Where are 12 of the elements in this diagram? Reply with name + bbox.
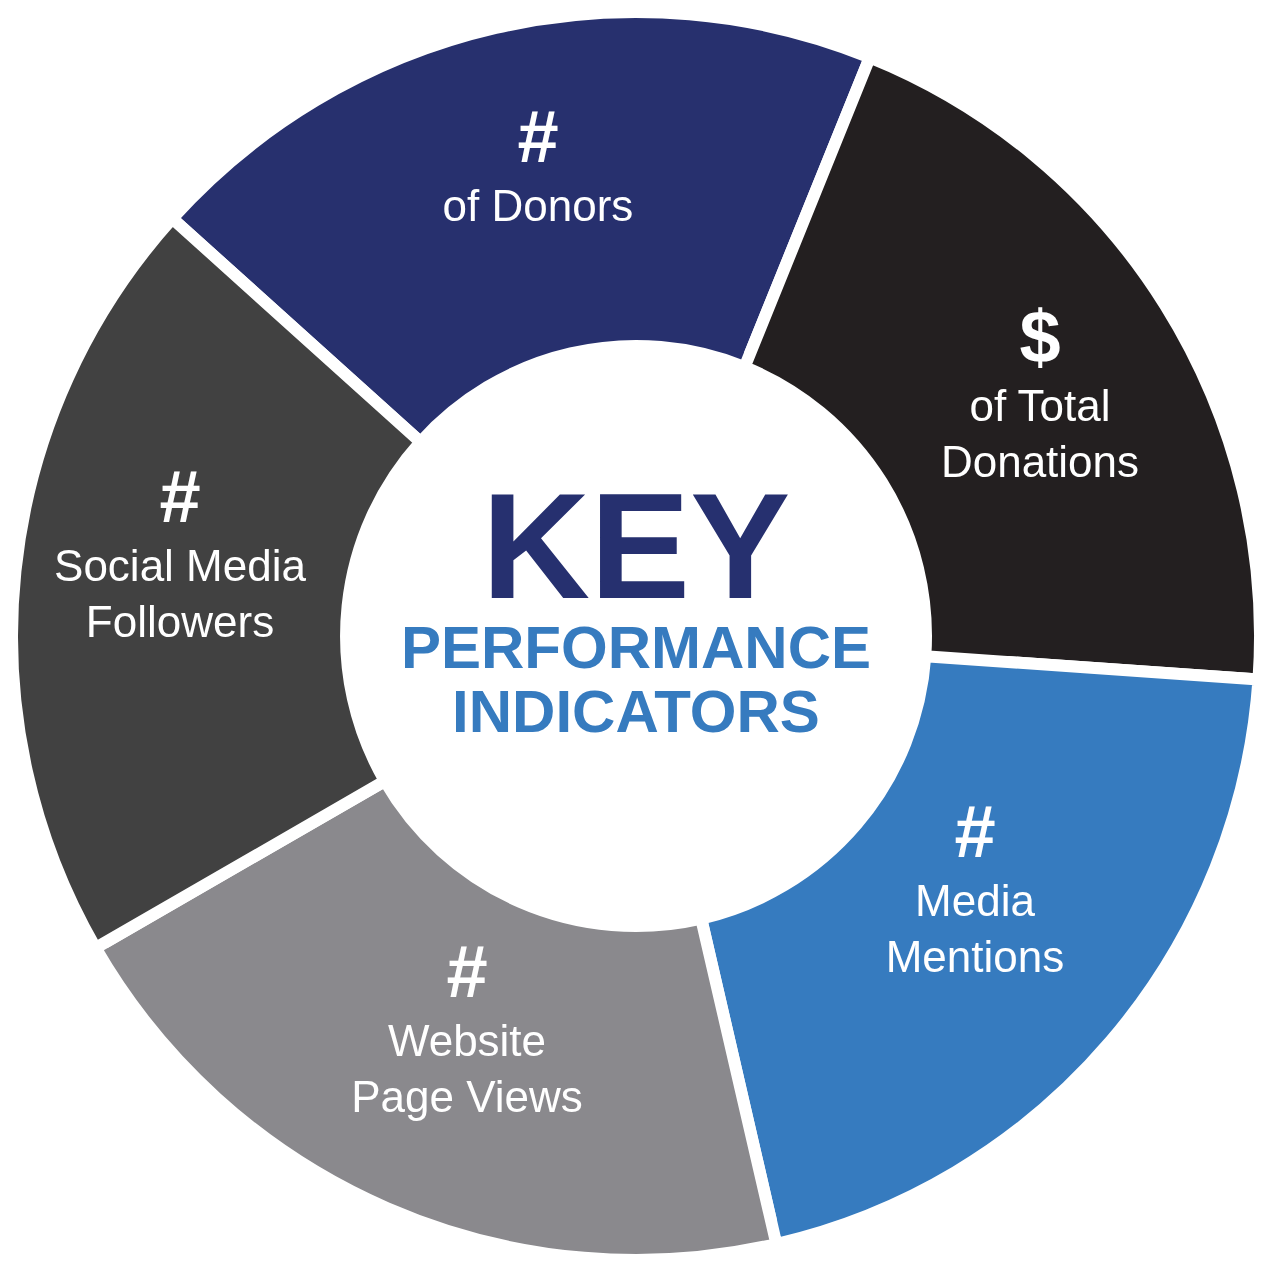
- subtitle-heading: PERFORMANCE INDICATORS: [400, 616, 872, 744]
- metric-symbol: #: [954, 795, 996, 869]
- metric-symbol: $: [1019, 300, 1061, 374]
- metric-label: Website Page Views: [350, 1015, 584, 1123]
- title-heading: KEY: [481, 476, 791, 616]
- metric-label: of Total Donations: [939, 380, 1141, 488]
- metric-symbol: #: [446, 935, 488, 1009]
- metric-symbol: #: [159, 460, 201, 534]
- metric-label: Social Media Followers: [53, 540, 307, 648]
- metric-symbol: #: [517, 100, 559, 174]
- metric-label: of Donors: [441, 180, 635, 232]
- metric-label: Media Mentions: [884, 875, 1066, 983]
